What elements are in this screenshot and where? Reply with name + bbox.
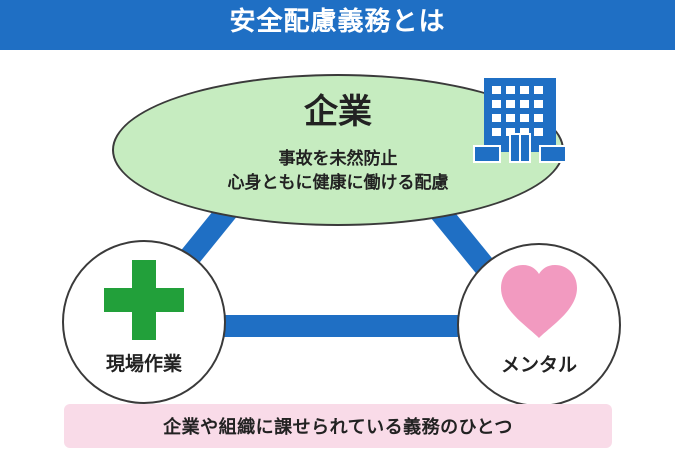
mental-label: メンタル — [500, 354, 577, 376]
company-desc-line1: 事故を未然防止 — [278, 149, 398, 169]
company-desc-line2: 心身ともに健康に働ける配慮 — [227, 173, 449, 193]
field-work-label: 現場作業 — [105, 353, 182, 375]
company-description: 事故を未然防止 心身ともに健康に働ける配慮 — [150, 147, 526, 195]
page-title: 安全配慮義務とは — [229, 6, 446, 37]
building-icon — [473, 78, 567, 163]
header-bar: 安全配慮義務とは — [0, 0, 675, 50]
footer-text: 企業や組織に課せられている義務のひとつ — [163, 417, 513, 438]
heart-icon — [501, 265, 577, 338]
green-cross-icon — [104, 260, 184, 340]
footer-banner: 企業や組織に課せられている義務のひとつ — [64, 404, 612, 448]
company-title: 企業 — [304, 92, 372, 132]
